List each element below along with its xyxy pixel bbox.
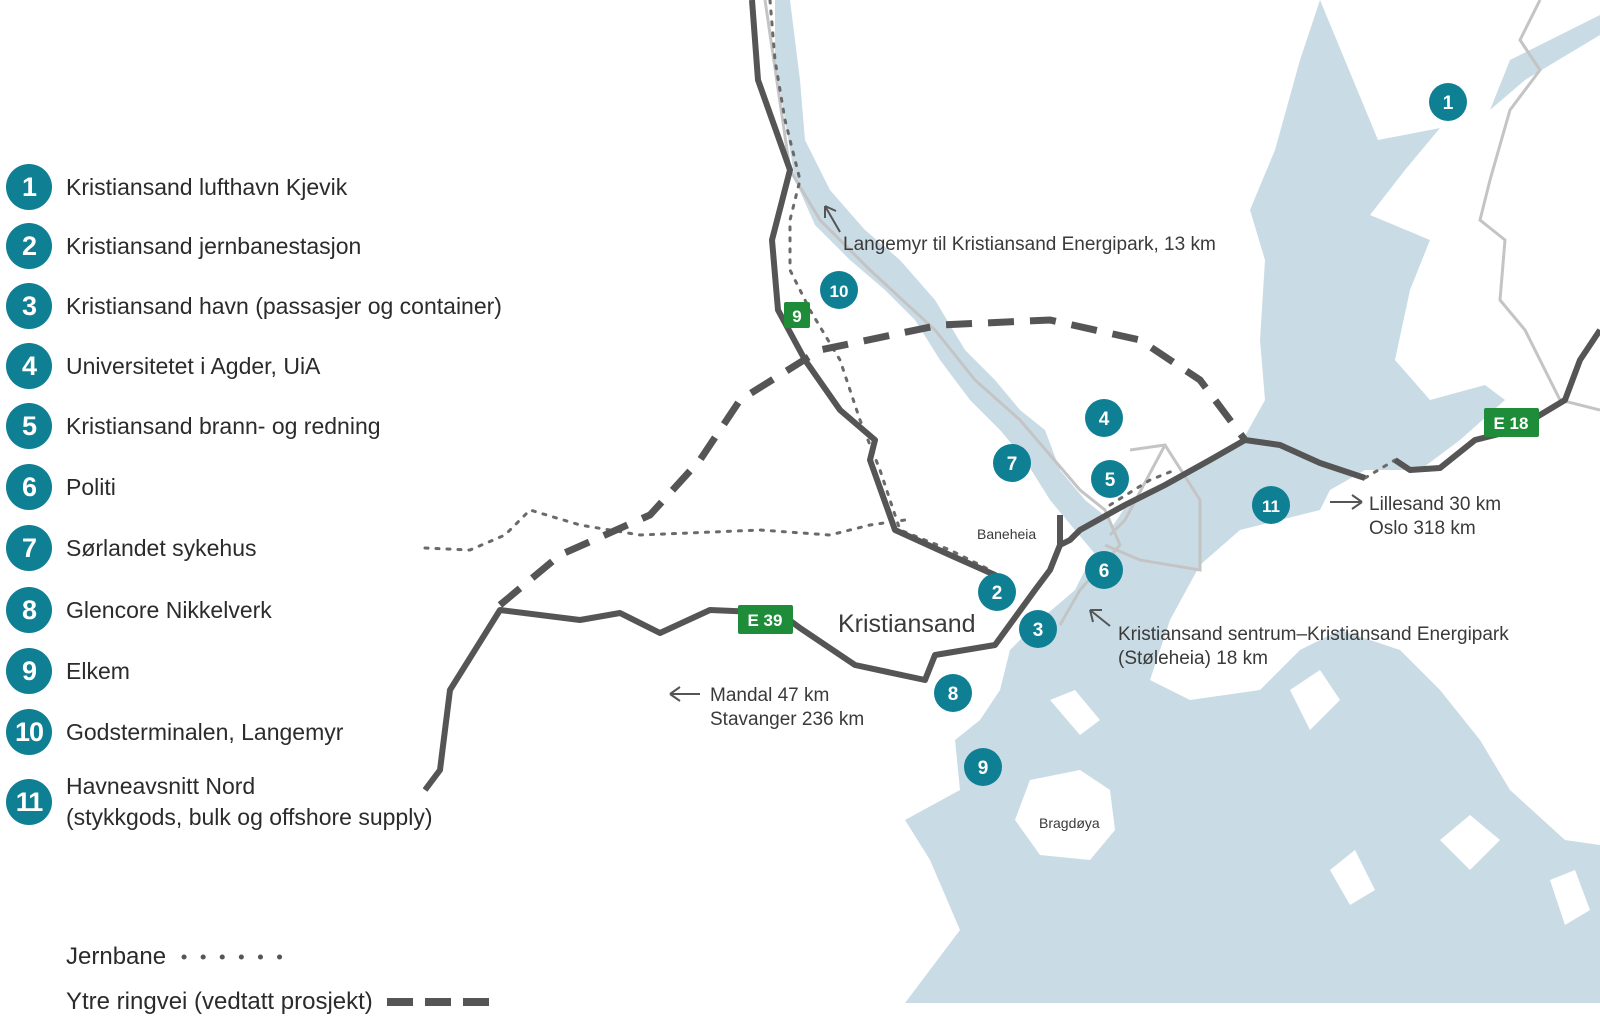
- legend-item-8: 8 Glencore Nikkelverk: [6, 587, 272, 633]
- legend-label-9: Elkem: [66, 657, 130, 684]
- legend-item-2: 2 Kristiansand jernbanestasjon: [6, 223, 361, 269]
- map-markers: 1 2 3 4 5 6 7 8 9 10 11: [820, 83, 1467, 786]
- legend-item-11: 11 Havneavsnitt Nord (stykkgods, bulk og…: [6, 771, 432, 833]
- legend-label-10: Godsterminalen, Langemyr: [66, 718, 344, 745]
- key-railway-swatch: [181, 954, 299, 960]
- svg-text:4: 4: [1099, 409, 1110, 430]
- area-label-baneheia: Baneheia: [977, 526, 1036, 542]
- map-marker-3[interactable]: 3: [1019, 610, 1057, 648]
- key-ring-road-label: Ytre ringvei (vedtatt prosjekt): [66, 988, 373, 1015]
- map-marker-4[interactable]: 4: [1085, 399, 1123, 437]
- legend-label-3: Kristiansand havn (passasjer og containe…: [66, 292, 502, 319]
- minor-roads: [763, 0, 1600, 626]
- note-oslo-text: Oslo 318 km: [1369, 518, 1476, 539]
- note-langemyr: Langemyr til Kristiansand Energipark, 13…: [824, 205, 1216, 255]
- ring-road: [497, 316, 1248, 608]
- road-sign-e39-label: E 39: [748, 611, 783, 630]
- key-ring-road: Ytre ringvei (vedtatt prosjekt): [66, 988, 497, 1016]
- legend-label-2: Kristiansand jernbanestasjon: [66, 232, 362, 259]
- legend-badge-11: 11: [6, 779, 52, 825]
- map-marker-8[interactable]: 8: [934, 674, 972, 712]
- svg-text:8: 8: [948, 684, 959, 705]
- note-lillesand-oslo: Lillesand 30 km Oslo 318 km: [1330, 494, 1501, 539]
- legend-label-7: Sørlandet sykehus: [66, 534, 257, 561]
- note-sentrum: Kristiansand sentrum–Kristiansand Energi…: [1089, 609, 1509, 669]
- map-marker-10[interactable]: 10: [820, 271, 858, 309]
- map-marker-2[interactable]: 2: [978, 573, 1016, 611]
- svg-text:2: 2: [992, 583, 1003, 604]
- road-sign-9: 9: [784, 302, 810, 328]
- legend-label-4: Universitetet i Agder, UiA: [66, 352, 321, 379]
- legend-badge-7: 7: [6, 525, 52, 571]
- note-mandal-text: Mandal 47 km: [710, 685, 829, 706]
- legend-badge-9: 9: [6, 648, 52, 694]
- legend-item-3: 3 Kristiansand havn (passasjer og contai…: [6, 283, 502, 329]
- road-sign-9-label: 9: [792, 307, 801, 326]
- road-sign-e18: E 18: [1484, 408, 1539, 437]
- note-langemyr-text: Langemyr til Kristiansand Energipark, 13…: [843, 234, 1216, 255]
- svg-text:9: 9: [978, 758, 989, 779]
- svg-text:11: 11: [1262, 497, 1280, 516]
- key-railway-label: Jernbane: [66, 943, 167, 970]
- legend-label-8: Glencore Nikkelverk: [66, 596, 272, 623]
- legend-item-5: 5 Kristiansand brann- og redning: [6, 403, 381, 449]
- svg-text:5: 5: [1105, 470, 1116, 491]
- legend: 1 Kristiansand lufthavn Kjevik 2 Kristia…: [0, 0, 560, 1023]
- legend-item-10: 10 Godsterminalen, Langemyr: [6, 709, 343, 755]
- key-railway: Jernbane: [66, 943, 300, 971]
- map-marker-5[interactable]: 5: [1091, 460, 1129, 498]
- svg-text:7: 7: [1007, 454, 1018, 475]
- legend-badge-10: 10: [6, 709, 52, 755]
- legend-badge-5: 5: [6, 403, 52, 449]
- legend-badge-6: 6: [6, 464, 52, 510]
- road-sign-e18-label: E 18: [1494, 414, 1529, 433]
- legend-badge-1: 1: [6, 164, 52, 210]
- map-marker-7[interactable]: 7: [993, 444, 1031, 482]
- note-sentrum-text-1: Kristiansand sentrum–Kristiansand Energi…: [1118, 624, 1509, 645]
- legend-label-6: Politi: [66, 473, 116, 500]
- map-marker-11[interactable]: 11: [1252, 486, 1290, 524]
- legend-item-4: 4 Universitetet i Agder, UiA: [6, 343, 320, 389]
- legend-badge-8: 8: [6, 587, 52, 633]
- legend-item-9: 9 Elkem: [6, 648, 130, 694]
- svg-text:6: 6: [1099, 561, 1110, 582]
- legend-badge-4: 4: [6, 343, 52, 389]
- city-label: Kristiansand: [838, 610, 976, 638]
- svg-text:10: 10: [830, 282, 849, 301]
- map-marker-6[interactable]: 6: [1085, 551, 1123, 589]
- legend-item-6: 6 Politi: [6, 464, 116, 510]
- note-lillesand-text: Lillesand 30 km: [1369, 494, 1501, 515]
- legend-badge-3: 3: [6, 283, 52, 329]
- legend-label-11: Havneavsnitt Nord (stykkgods, bulk og of…: [66, 773, 433, 830]
- legend-badge-2: 2: [6, 223, 52, 269]
- note-sentrum-text-2: (Støleheia) 18 km: [1118, 648, 1268, 669]
- map-marker-9[interactable]: 9: [964, 748, 1002, 786]
- key-ring-road-swatch: [386, 998, 495, 1006]
- legend-item-1: 1 Kristiansand lufthavn Kjevik: [6, 164, 347, 210]
- map-marker-1[interactable]: 1: [1429, 83, 1467, 121]
- legend-label-5: Kristiansand brann- og redning: [66, 412, 381, 439]
- islands: [1015, 670, 1590, 925]
- note-stavanger-text: Stavanger 236 km: [710, 709, 864, 730]
- legend-label-1: Kristiansand lufthavn Kjevik: [66, 173, 348, 200]
- area-label-bragdoya: Bragdøya: [1039, 815, 1100, 831]
- legend-item-7: 7 Sørlandet sykehus: [6, 525, 256, 571]
- note-mandal-stavanger: Mandal 47 km Stavanger 236 km: [669, 685, 864, 730]
- svg-text:3: 3: [1033, 620, 1044, 641]
- road-sign-e39: E 39: [738, 605, 793, 634]
- svg-text:1: 1: [1443, 93, 1454, 114]
